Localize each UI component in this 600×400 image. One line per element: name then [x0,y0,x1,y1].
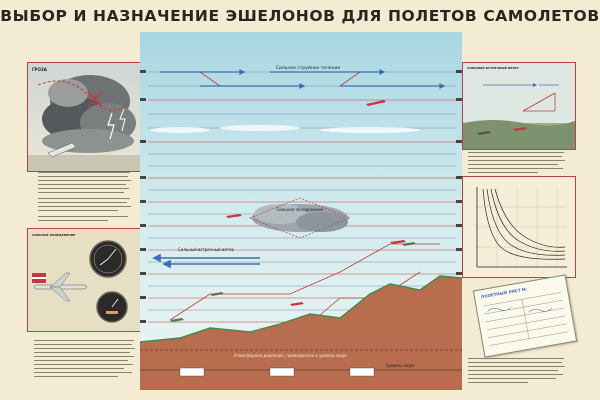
high-clouds [150,125,420,133]
icing-cloud [249,197,351,239]
headwind-panel: СИЛЬНЫЙ ВСТРЕЧНЫЙ ВЕТЕР [462,62,576,150]
jet-stream-label: Сильное струйное течение [276,64,341,71]
thunderstorm-label: ГРОЗА [32,67,47,72]
headwind-arrows [152,253,260,269]
headwind-panel-label: СИЛЬНЫЙ ВСТРЕЧНЫЙ ВЕТЕР [467,66,519,70]
altitude-diagram: Сильное струйное течение Сильное обледен… [140,32,462,390]
fuel-curve-panel [462,176,576,278]
right-text-block [468,152,565,173]
left-text-block [38,172,131,221]
pressure-label: Атмосферное давление, приведенное к уров… [233,353,347,358]
flight-sheet-lines [482,292,569,346]
ground-boxes [179,367,375,377]
flight-sheet: ПОЛЕТНЫЙ ЛИСТ № [472,274,578,358]
poster-title: ВЫБОР И НАЗНАЧЕНИЕ ЭШЕЛОНОВ ДЛЯ ПОЛЕТОВ … [0,7,600,25]
thunderstorm-panel: ГРОЗА [27,62,141,172]
right-bottom-text [468,358,565,383]
left-bottom-text [34,340,135,377]
thunderstorm-illustration [28,63,140,171]
icing-panel: СИЛЬНОЕ ОБЛЕДЕНЕНИЕ [27,228,141,332]
fuel-curve-graph [476,187,567,268]
icing-cloud-label: Сильное обледенение [276,207,324,212]
icing-label: СИЛЬНОЕ ОБЛЕДЕНЕНИЕ [32,233,76,237]
sea-level-label: Уровень моря [386,363,415,368]
terrain [140,276,462,390]
icing-illustration [28,229,140,331]
headwind-illustration [463,63,575,149]
headwind-label: Сильный встречный ветер [178,247,234,252]
jet-stream-arrows [160,69,446,89]
airplane-icon [226,100,406,306]
